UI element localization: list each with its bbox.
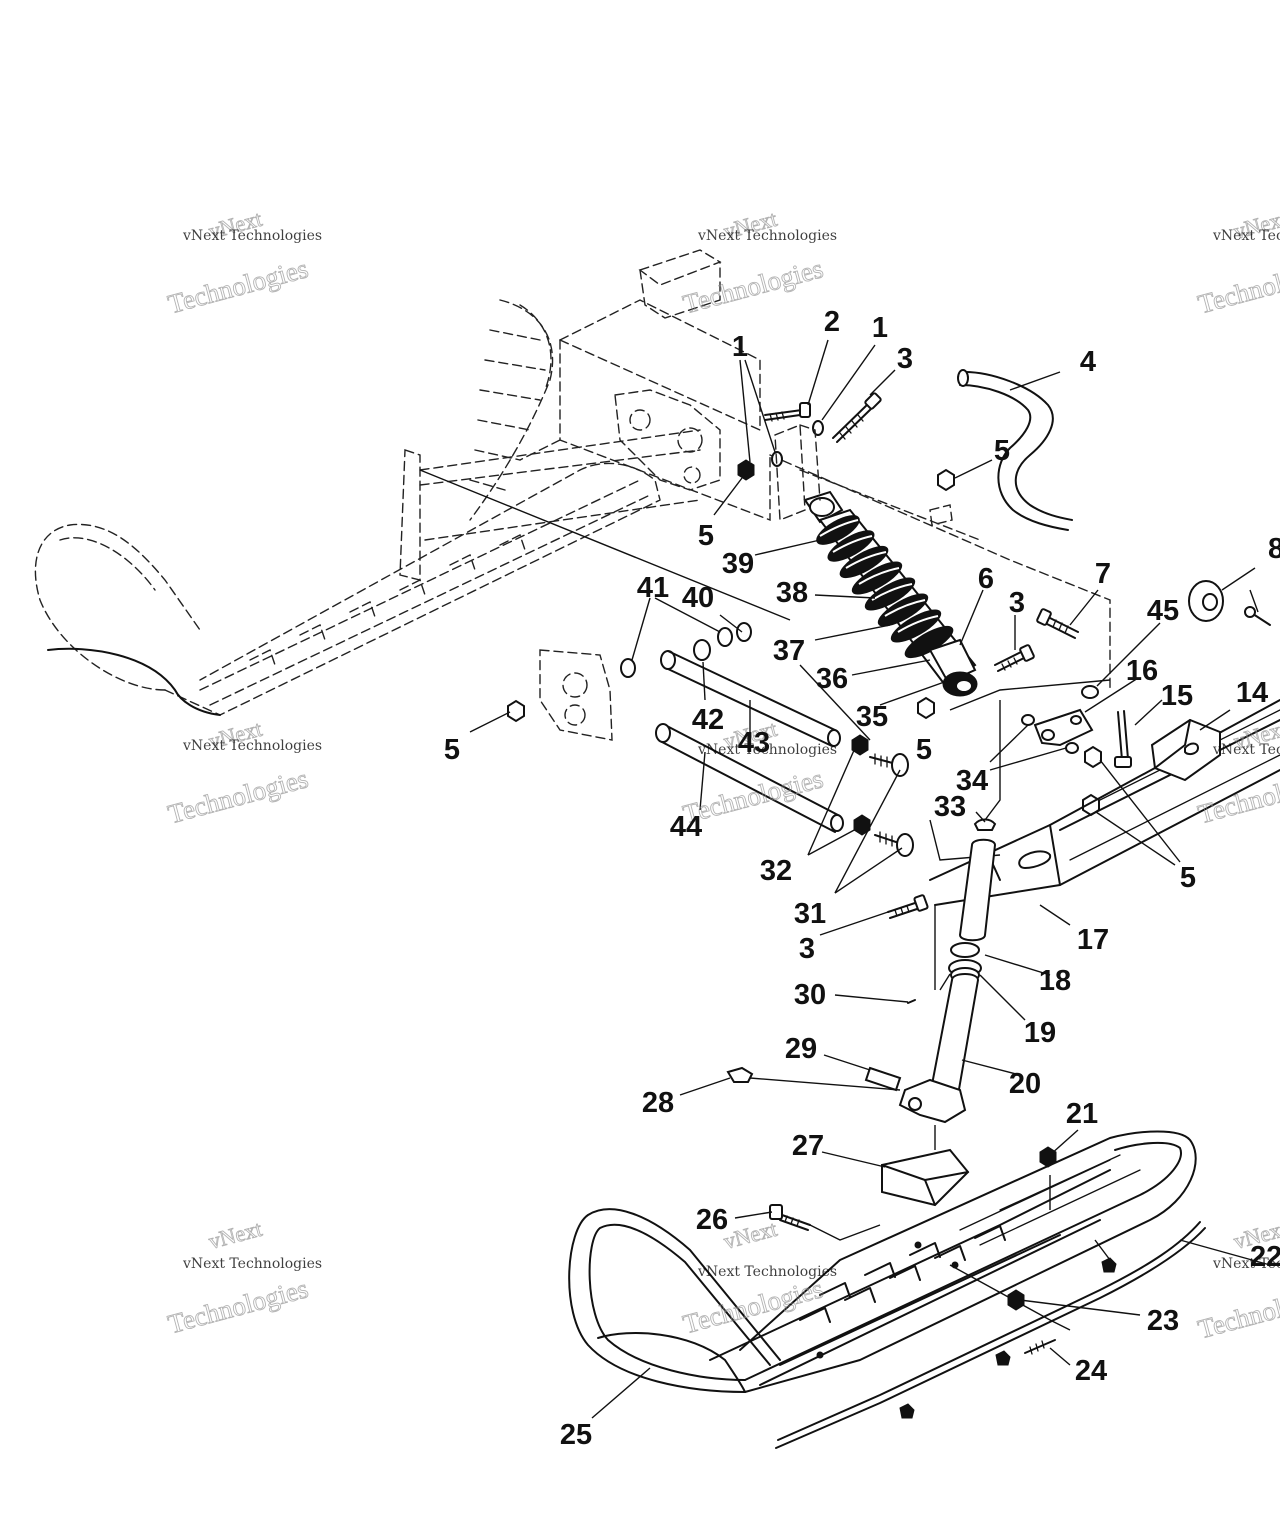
callout-18: 18 [1039, 965, 1071, 997]
callout-37: 37 [773, 635, 805, 667]
callout-7: 7 [1095, 558, 1111, 590]
watermark-text: vNext Technologies [697, 228, 837, 244]
callout-26: 26 [696, 1204, 728, 1236]
part-22-wear-bar [775, 1221, 1206, 1449]
watermark-technologies: Technologies [165, 253, 311, 319]
callout-labels: 1 2 1 3 4 5 5 39 8 6 7 38 3 45 41 40 37 … [444, 306, 1280, 1451]
callout-34: 34 [956, 765, 988, 797]
watermark-technologies: Technologies [165, 763, 311, 829]
callout-21: 21 [1066, 1098, 1098, 1130]
watermark-technologies: Technologies [680, 253, 826, 319]
alignment-lines [419, 469, 1111, 1331]
watermark-text: vNext Technologies [1212, 742, 1280, 758]
part-23-24-fasteners [1007, 1289, 1056, 1355]
callout-22: 22 [1250, 1241, 1280, 1273]
callout-20: 20 [1009, 1068, 1041, 1100]
part-27-saddle [881, 1148, 970, 1207]
watermark-technologies: Technologies [1195, 763, 1280, 829]
watermark-text: vNext Technologies [182, 228, 322, 244]
watermark-technologies: Technologies [1195, 1278, 1280, 1344]
part-8-bushing [1188, 580, 1271, 626]
watermark-text: vNext Technologies [1212, 228, 1280, 244]
callout-5: 5 [444, 734, 460, 766]
watermarks: vNext vNext Technologies Technologies vN… [164, 205, 1280, 1344]
watermark-vnext: vNext [206, 1216, 264, 1254]
watermark-text: vNext Technologies [182, 738, 322, 754]
callout-5: 5 [698, 520, 714, 552]
callout-32: 32 [760, 855, 792, 887]
callout-43: 43 [738, 727, 770, 759]
callout-5: 5 [994, 435, 1010, 467]
callout-25: 25 [560, 1419, 592, 1451]
callout-3: 3 [799, 933, 815, 965]
watermark-text: vNext Technologies [697, 1264, 837, 1280]
callout-44: 44 [670, 811, 702, 843]
callout-41: 41 [637, 572, 669, 604]
callout-24: 24 [1075, 1355, 1107, 1387]
spindle [726, 838, 997, 1124]
callout-6: 6 [978, 563, 994, 595]
callout-2: 2 [824, 306, 840, 338]
callout-16: 16 [1126, 655, 1158, 687]
watermark-technologies: Technologies [1195, 253, 1280, 319]
callout-23: 23 [1147, 1305, 1179, 1337]
callout-35: 35 [856, 701, 888, 733]
leader-lines [469, 339, 1271, 1419]
callout-3: 3 [897, 343, 913, 375]
watermark-vnext: vNext [721, 1216, 779, 1254]
callout-4: 4 [1080, 346, 1096, 378]
callout-28: 28 [642, 1087, 674, 1119]
callout-33: 33 [934, 791, 966, 823]
callout-29: 29 [785, 1033, 817, 1065]
callout-39: 39 [722, 548, 754, 580]
callout-19: 19 [1024, 1017, 1056, 1049]
callout-15: 15 [1161, 680, 1193, 712]
watermark-text: vNext Technologies [182, 1256, 322, 1272]
watermark-technologies: Technologies [165, 1273, 311, 1339]
callout-8: 8 [1268, 533, 1280, 565]
callout-1: 1 [732, 331, 748, 363]
callout-36: 36 [816, 663, 848, 695]
callout-42: 42 [692, 704, 724, 736]
dashed-reference-chassis [34, 249, 1111, 741]
callout-38: 38 [776, 577, 808, 609]
part-26-bolt [769, 1204, 811, 1231]
callout-5: 5 [1180, 862, 1196, 894]
callout-3: 3 [1009, 587, 1025, 619]
callout-14: 14 [1236, 677, 1268, 709]
callout-45: 45 [1147, 595, 1179, 627]
callout-40: 40 [682, 582, 714, 614]
spindle-housing [929, 699, 1280, 906]
watermark-text: vNext Technologies [1212, 1256, 1280, 1272]
part-4-steering-rod [957, 369, 1073, 531]
watermark-text: vNext Technologies [697, 742, 837, 758]
callout-1: 1 [872, 312, 888, 344]
callout-31: 31 [794, 898, 826, 930]
shock-absorber [803, 490, 978, 697]
callout-17: 17 [1077, 924, 1109, 956]
callout-30: 30 [794, 979, 826, 1011]
callout-27: 27 [792, 1130, 824, 1162]
callout-5: 5 [916, 734, 932, 766]
part-25-ski [568, 1130, 1197, 1393]
